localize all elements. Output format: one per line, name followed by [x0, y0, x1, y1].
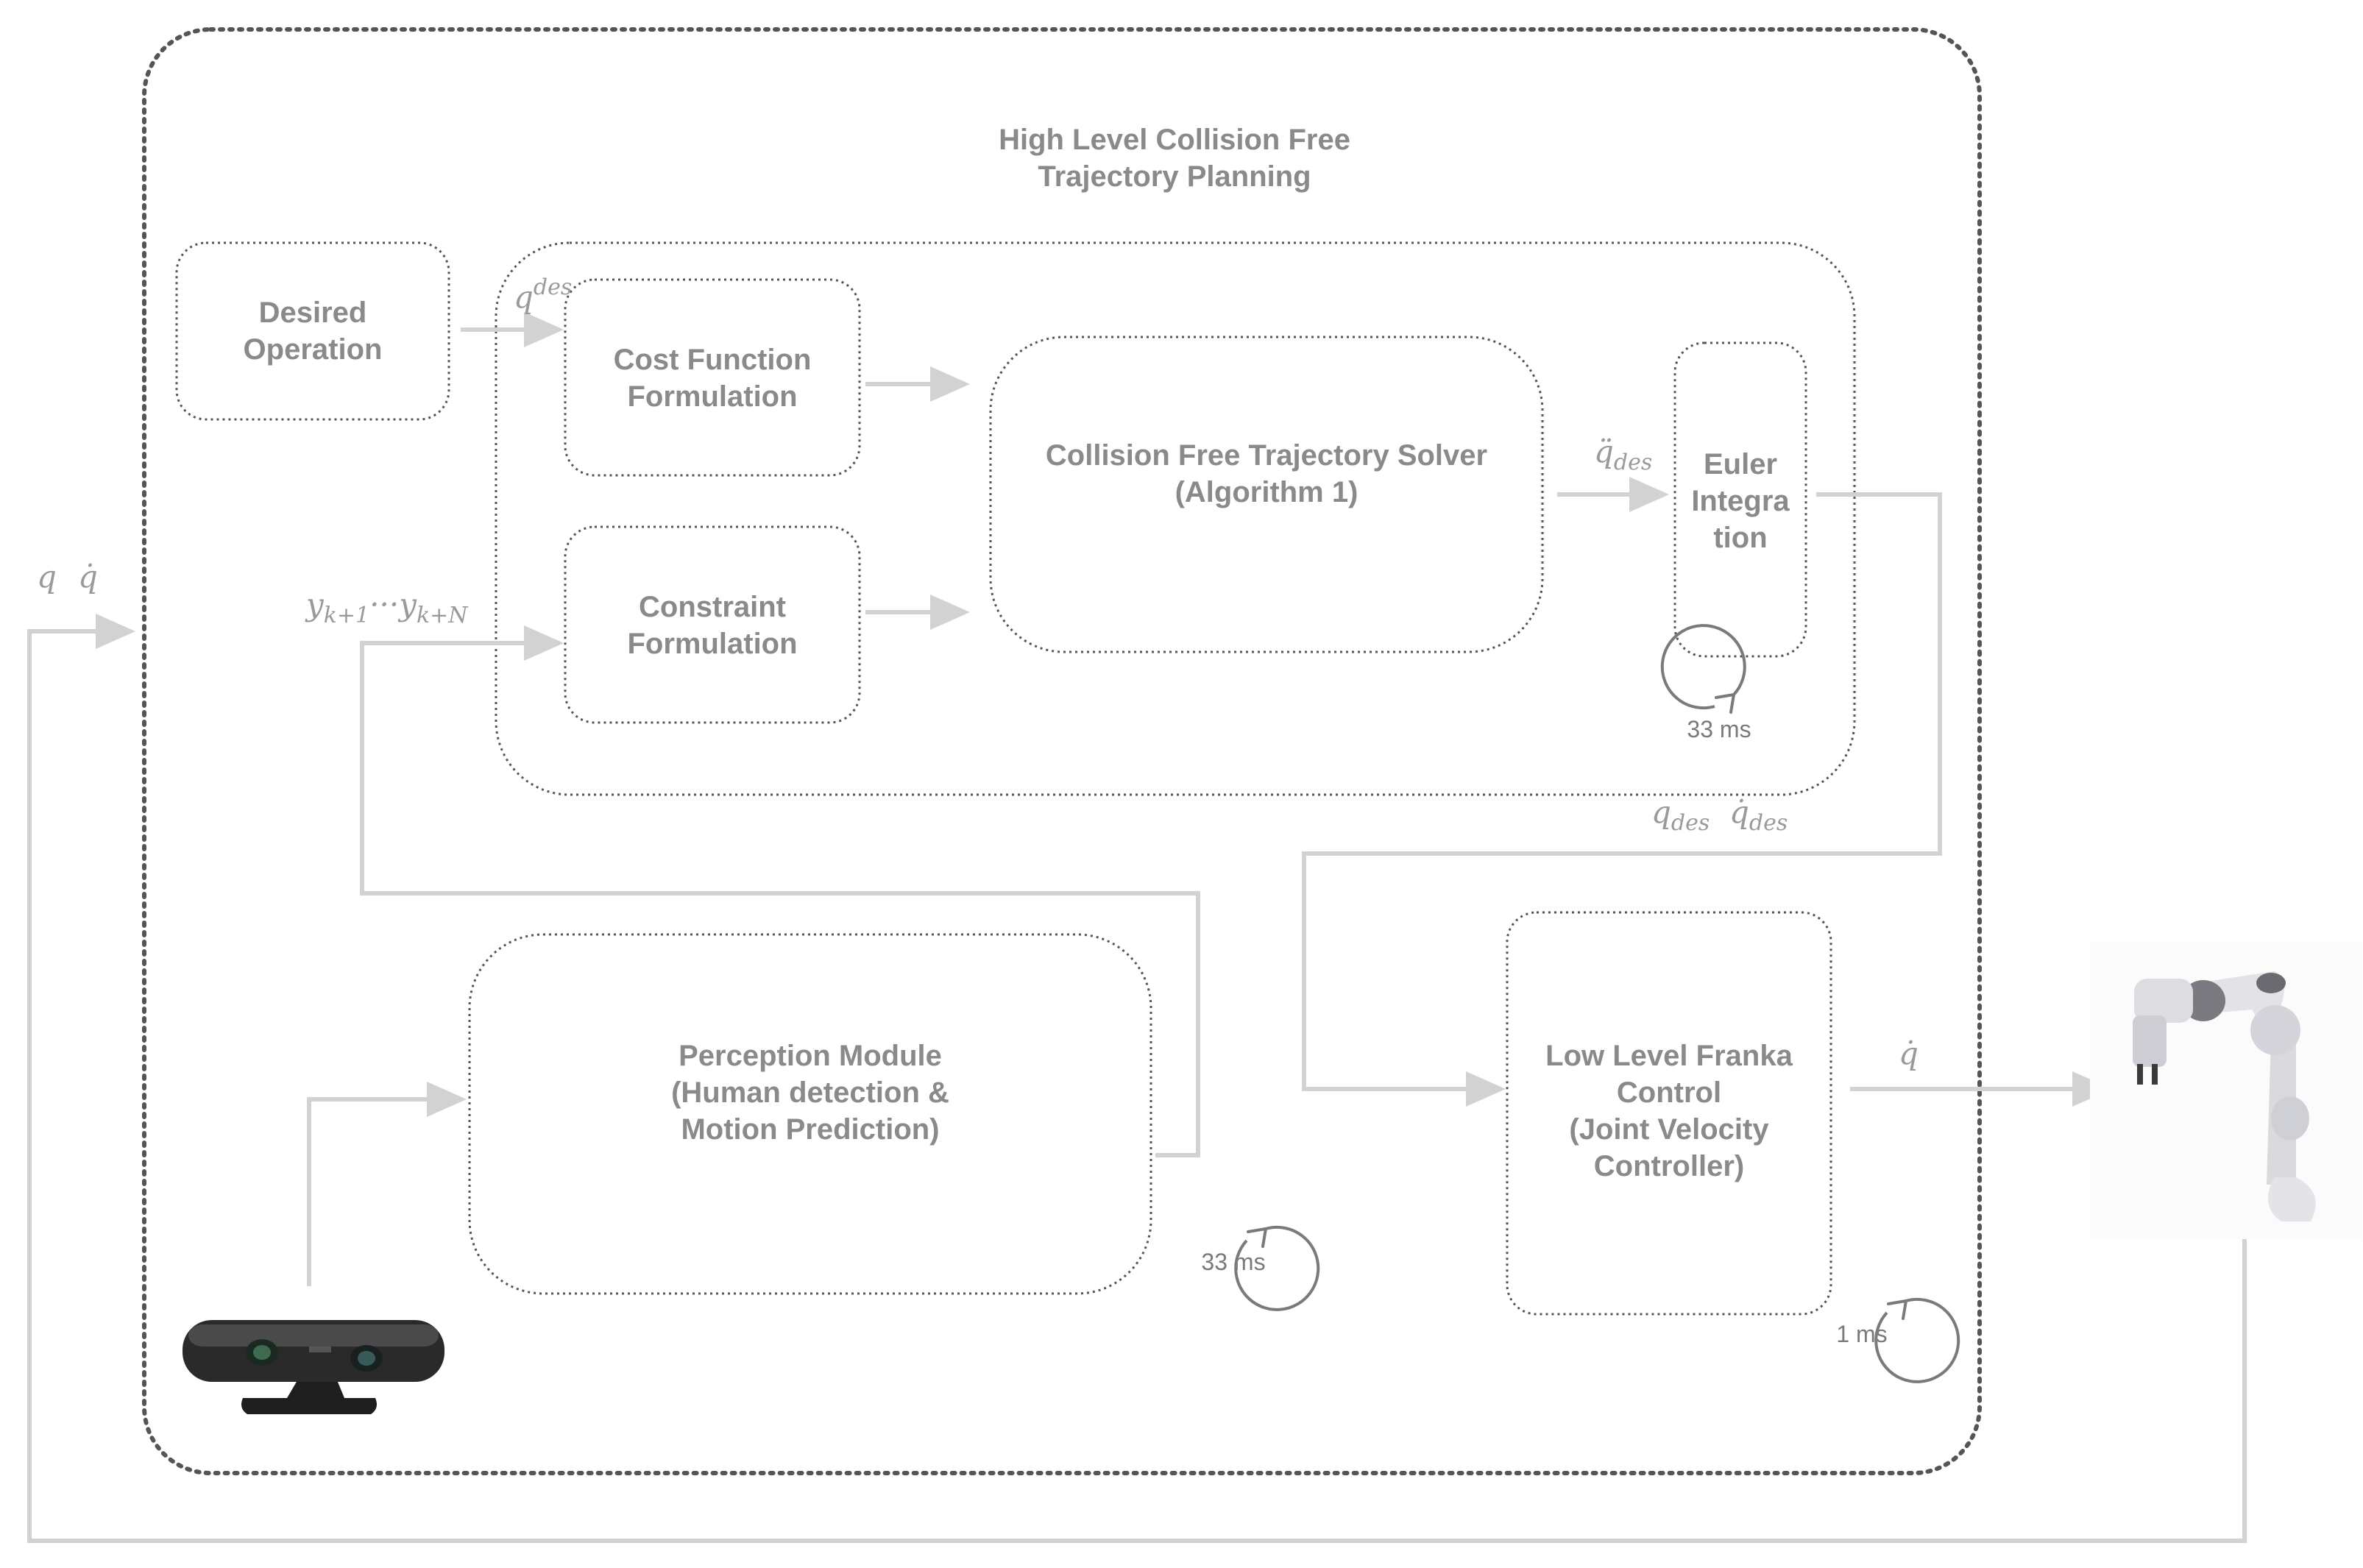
label-qdd-des: q̈des: [1594, 433, 1652, 475]
label-feedback-q: q: [37, 558, 57, 595]
desired-operation-box: Desired Operation: [175, 241, 450, 421]
planner-timer-icon: 33 ms: [1660, 624, 1751, 742]
controller-timer-label: 1 ms: [1836, 1321, 1887, 1347]
depth-camera-icon: [183, 1320, 444, 1414]
arrow-perception-to-constraint: [360, 625, 1200, 1157]
label-q-des-output-sub: des: [1671, 810, 1710, 836]
constraint-line2: Formulation: [627, 628, 797, 660]
label-y-start: y: [305, 586, 325, 622]
label-y-end-sub: k+N: [417, 603, 469, 628]
diagram-title-line1: High Level Collision Free: [999, 124, 1350, 156]
diagram-title-line2: Trajectory Planning: [1038, 160, 1311, 193]
label-qdd-des-sub: des: [1614, 450, 1652, 475]
planner-timer-label: 33 ms: [1687, 716, 1751, 742]
label-qd-des-output-sub: des: [1749, 810, 1788, 836]
label-qd-des-output: q̇des: [1729, 794, 1788, 836]
constraint-box: Constraint Formulation: [564, 525, 861, 724]
label-q-des: qdes: [514, 274, 572, 315]
perception-timer-label: 33 ms: [1201, 1249, 1265, 1275]
desired-operation-line1: Desired: [259, 297, 367, 329]
label-qd-des-output-base: q̇: [1729, 794, 1749, 830]
cost-function-line1: Cost Function: [614, 344, 812, 376]
euler-integration-box: Euler Integra tion: [1673, 341, 1807, 658]
arrow-euler-to-low-level: [1302, 492, 1942, 1107]
outer-boundary: [142, 27, 1982, 1475]
low-level-control-box: Low Level Franka Control (Joint Velocity…: [1506, 911, 1832, 1316]
euler-line2: Integra: [1691, 485, 1790, 517]
arrow-camera-to-perception: [307, 1082, 467, 1286]
label-q-des-sup: des: [534, 274, 572, 300]
perception-module-box: Perception Module (Human detection & Mot…: [468, 933, 1152, 1295]
trajectory-solver-box: Collision Free Trajectory Solver (Algori…: [989, 336, 1544, 653]
perception-line3: Motion Prediction): [681, 1113, 939, 1146]
controller-timer-icon: 1 ms: [1836, 1297, 1960, 1383]
optimization-group-box: [495, 241, 1856, 796]
label-q-des-output: qdes: [1651, 794, 1710, 836]
low-level-line2: Control: [1617, 1076, 1721, 1109]
label-y-end: y: [397, 586, 417, 622]
low-level-line1: Low Level Franka: [1545, 1040, 1793, 1072]
euler-line1: Euler: [1704, 448, 1777, 480]
perception-line1: Perception Module: [679, 1040, 942, 1072]
euler-line3: tion: [1713, 522, 1767, 554]
label-qd-command: q̇: [1899, 1035, 1919, 1071]
perception-line2: (Human detection &: [671, 1076, 949, 1109]
constraint-line1: Constraint: [639, 591, 786, 623]
label-qdd-des-base: q̈: [1594, 433, 1614, 469]
low-level-line3: (Joint Velocity: [1569, 1113, 1769, 1146]
label-q-des-output-base: q: [1651, 794, 1671, 830]
solver-line1: Collision Free Trajectory Solver: [1046, 439, 1487, 472]
solver-line2: (Algorithm 1): [1175, 476, 1358, 508]
desired-operation-line2: Operation: [244, 333, 383, 366]
perception-timer-icon: 33 ms: [1201, 1225, 1320, 1311]
label-predictions: yk+1···yk+N: [305, 586, 469, 628]
robot-arm-icon: [2090, 942, 2362, 1239]
label-y-dots: ···: [369, 586, 399, 622]
label-q-des-base: q: [514, 279, 534, 315]
cost-function-line2: Formulation: [627, 380, 797, 413]
label-y-start-sub: k+1: [324, 603, 369, 628]
low-level-line4: Controller): [1594, 1150, 1744, 1182]
label-feedback-qd: q̇: [78, 558, 98, 595]
arrow-robot-feedback: [27, 614, 2247, 1543]
cost-function-box: Cost Function Formulation: [564, 278, 861, 477]
